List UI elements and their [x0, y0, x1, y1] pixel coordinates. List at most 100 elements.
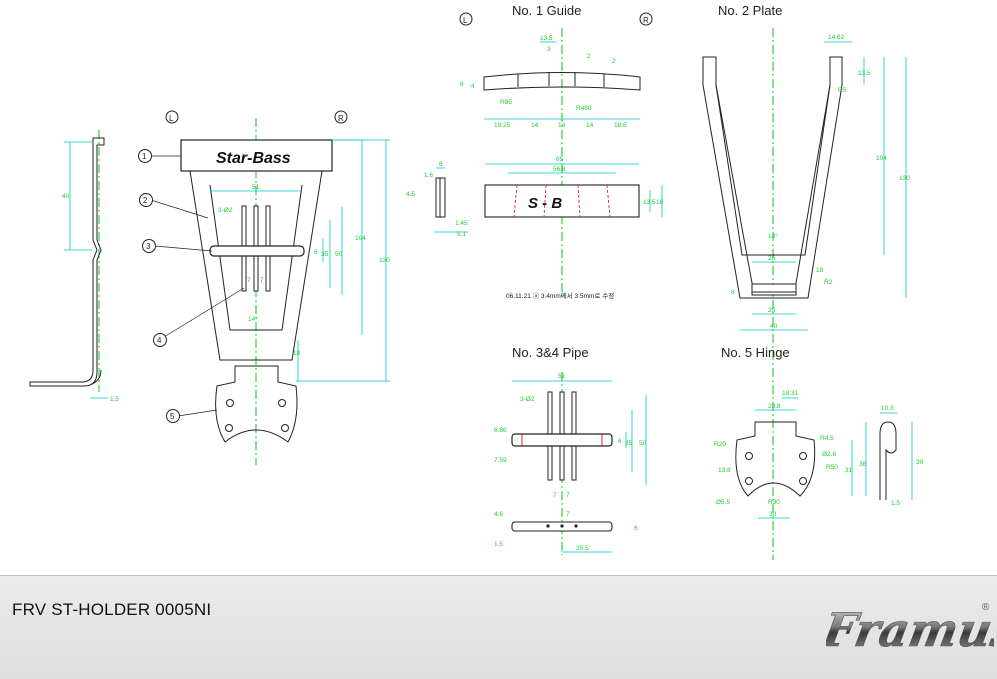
dim-guide-2a: 2 — [587, 53, 591, 60]
dim-guide-13-5: 13.5 — [540, 35, 553, 42]
marker-right: R — [338, 114, 344, 123]
title-hinge: No. 5 Hinge — [721, 345, 790, 360]
dim-plate-8: 8 — [731, 289, 735, 296]
dim-guide-56-8: 56.8 — [553, 166, 566, 173]
dim-plate-40: 40 — [770, 323, 778, 330]
engraving-guide-letters: S - B — [528, 195, 562, 212]
dim-asm-gap-b: 7 — [260, 277, 264, 284]
dim-guide-14b: 14 — [558, 122, 566, 129]
dim-pipe-gap-a: 7 — [553, 492, 557, 499]
dim-asm-gap-a: 7 — [247, 277, 251, 284]
dim-hinge-18-31: 18.31 — [782, 390, 799, 397]
dim-side-height: 40 — [62, 193, 70, 200]
dim-asm-angle: 14° — [248, 315, 258, 323]
dim-plate-18: 18 — [816, 267, 824, 274]
dim-side-thickness: 1.5 — [110, 396, 119, 403]
title-block-footer: FRV ST-HOLDER 0005NI Framus ® — [0, 575, 997, 679]
balloon-4: 4 — [157, 336, 162, 345]
dim-asm-holes: 3-Ø2 — [218, 207, 233, 214]
dim-pipe-6: 6 — [618, 438, 622, 445]
dim-pipe-1-5: 1.5 — [494, 541, 503, 548]
hinge-drawing: No. 5 Hinge 18.31 23.8 R20 R4.5 Ø2.6 R50… — [714, 345, 924, 519]
dim-plate-angle: 14° — [768, 232, 778, 240]
balloon-3: 3 — [146, 242, 151, 251]
dim-hinge-23-8: 23.8 — [768, 403, 781, 410]
dim-hinge-30: 30 — [769, 511, 777, 518]
assembly-front-view: L R Star-Bass 51 3-Ø2 7 7 6 35 50 104 — [138, 110, 390, 465]
dim-hinge-31: 31 — [845, 467, 853, 474]
dim-plate-14-62: 14.62 — [828, 34, 845, 41]
dim-asm-130: 130 — [379, 257, 390, 264]
dim-pipe-side-6: 6 — [634, 525, 638, 532]
dim-guide-18-6: 18.6 — [614, 122, 627, 129]
dim-pipe-6-86: 6.86 — [494, 427, 507, 434]
dim-plate-13-5: 13.5 — [858, 70, 871, 77]
balloon-5: 5 — [170, 412, 175, 421]
dim-hinge-d2-6: Ø2.6 — [822, 451, 836, 458]
plate-drawing: No. 2 Plate 14.62 13.5 R5 104 130 14° 26… — [702, 3, 910, 560]
logo-wordmark: Framus — [826, 602, 994, 657]
dim-hinge-d5-5: Ø5.5 — [716, 499, 730, 506]
dim-pipe-50: 50 — [639, 440, 647, 447]
dim-pipe-gap-b: 7 — [566, 492, 570, 499]
dim-plate-104: 104 — [876, 155, 887, 162]
dim-hinge-r20: R20 — [714, 441, 726, 448]
dim-guide-front-18: 18 — [656, 199, 664, 206]
title-guide: No. 1 Guide — [512, 3, 581, 18]
marker-left: L — [169, 114, 174, 123]
balloon-1: 1 — [142, 152, 147, 161]
dim-plate-r2: R2 — [824, 279, 833, 286]
dim-guide-4: 4 — [471, 83, 475, 90]
dim-hinge-38: 38 — [859, 461, 867, 468]
engraving-star-bass: Star-Bass — [216, 150, 291, 167]
dim-guide-8: 8 — [460, 81, 464, 88]
pipe-drawing: No. 3&4 Pipe 51 3-Ø2 6.86 7.59 6 35 50 7… — [494, 345, 647, 555]
dim-hinge-10-3: 10.3 — [881, 405, 894, 412]
dim-guide-65: 65 — [556, 156, 564, 163]
dim-asm-6: 6 — [314, 249, 318, 256]
technical-drawing: 40 1.5 L R Star-Bass 51 3-Ø2 7 7 6 — [29, 3, 924, 560]
dim-hinge-r30: R30 — [768, 499, 780, 506]
dim-hinge-side-30: 30 — [916, 459, 924, 466]
part-code: FRV ST-HOLDER 0005NI — [12, 600, 212, 619]
dim-pipe-side-7: 7 — [566, 511, 570, 518]
dim-asm-50: 50 — [335, 251, 343, 258]
guide-marker-right: R — [643, 16, 649, 25]
dim-pipe-7-59: 7.59 — [494, 457, 507, 464]
side-profile-view: 40 1.5 — [29, 130, 119, 403]
dim-asm-18: 18 — [293, 350, 301, 357]
dim-plate-26: 26 — [768, 255, 776, 262]
dim-plate-130: 130 — [899, 175, 910, 182]
dim-pipe-4-6: 4.6 — [494, 511, 503, 518]
dim-guide-r95: R95 — [500, 99, 512, 106]
dim-hinge-13-8: 13.8 — [718, 467, 731, 474]
revision-note: 06.11.21 ⓐ 3.4mm에서 3.5mm로 수정 — [506, 291, 614, 300]
dim-guide-19-25: 19.25 — [494, 122, 511, 129]
dim-pipe-holes: 3-Ø2 — [520, 396, 535, 403]
dim-plate-25: 25 — [768, 307, 776, 314]
logo-registered: ® — [982, 602, 990, 613]
dim-asm-104: 104 — [355, 235, 366, 242]
dim-pipe-35: 35 — [625, 440, 633, 447]
title-pipe: No. 3&4 Pipe — [512, 345, 589, 360]
title-plate: No. 2 Plate — [718, 3, 782, 18]
dim-guide-side-5-1: 5.1 — [457, 231, 466, 238]
framus-logo: Framus ® — [826, 602, 994, 657]
dim-hinge-r4-5: R4.5 — [820, 435, 834, 442]
dim-guide-14c: 14 — [586, 122, 594, 129]
dim-asm-35: 35 — [321, 251, 329, 258]
dim-guide-front-13-5: 13.5 — [643, 199, 656, 206]
dim-guide-3: 3 — [547, 46, 551, 53]
dim-guide-side-4-5: 4.5 — [406, 191, 415, 198]
dim-hinge-1-5: 1.5 — [891, 500, 900, 507]
dim-pipe-25-5: 25.5 — [576, 545, 589, 552]
dim-guide-14a: 14 — [531, 122, 539, 129]
dim-guide-side-8: 8 — [439, 161, 443, 168]
dim-hinge-r50: R50 — [826, 464, 838, 471]
dim-plate-r5: R5 — [838, 87, 847, 94]
dim-asm-width: 51 — [252, 184, 260, 191]
dim-guide-side-1-45: 1.45 — [455, 220, 468, 227]
dim-guide-side-1-6: 1.6 — [424, 172, 433, 179]
balloon-2: 2 — [143, 196, 148, 205]
guide-drawing: No. 1 Guide L R 13.5 3 2 2 8 4 R95 R480 … — [406, 3, 664, 300]
